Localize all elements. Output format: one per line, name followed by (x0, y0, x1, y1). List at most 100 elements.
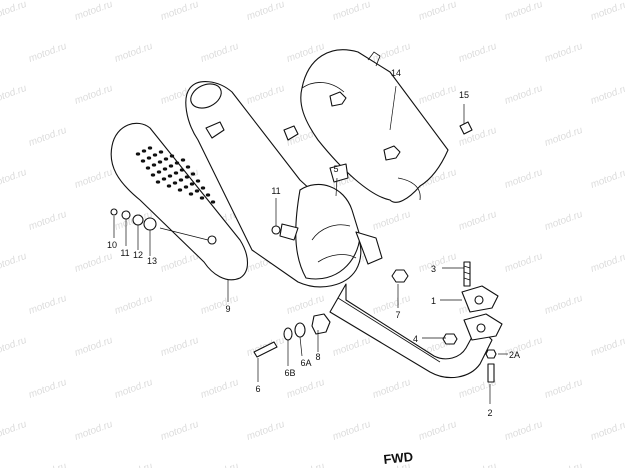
watermark-text: motod.ru (457, 41, 498, 65)
watermark-text: motod.ru (159, 251, 200, 275)
vent-hole (194, 189, 200, 193)
watermark-text: motod.ru (73, 335, 114, 359)
callout-9: 9 (225, 304, 230, 314)
callout-12: 12 (133, 250, 143, 260)
watermark-text: motod.ru (589, 335, 625, 359)
vent-hole (161, 177, 167, 181)
callout-1: 1 (431, 296, 436, 306)
vent-hole (189, 182, 195, 186)
vent-hole (185, 165, 191, 169)
callout-11-upper: 11 (271, 186, 280, 196)
vent-hole (155, 180, 161, 184)
watermark-text: motod.ru (457, 461, 498, 468)
watermark-text: motod.ru (285, 293, 326, 317)
watermark-text: motod.ru (589, 0, 625, 23)
screw-10 (110, 208, 118, 216)
watermark-text: motod.ru (503, 251, 544, 275)
vent-hole (169, 154, 175, 158)
watermark-text: motod.ru (371, 377, 412, 401)
vent-hole (158, 150, 164, 154)
vent-hole (180, 158, 186, 162)
watermark-text: motod.ru (27, 377, 68, 401)
watermark-text: motod.ru (73, 419, 114, 443)
vent-hole (140, 159, 146, 163)
vent-hole (150, 173, 156, 177)
watermark-text: motod.ru (113, 293, 154, 317)
hardware (110, 121, 497, 383)
watermark-text: motod.ru (0, 0, 29, 23)
watermark-text: motod.ru (417, 419, 458, 443)
watermark-text: motod.ru (27, 41, 68, 65)
watermark-text: motod.ru (159, 419, 200, 443)
callout-8: 8 (315, 352, 320, 362)
vent-hole (166, 184, 172, 188)
watermark-text: motod.ru (159, 335, 200, 359)
callout-11-lower: 11 (120, 248, 129, 258)
watermark-text: motod.ru (113, 377, 154, 401)
vent-hole (179, 168, 185, 172)
watermark-text: motod.ru (199, 377, 240, 401)
vent-hole (162, 167, 168, 171)
vent-hole (152, 153, 158, 157)
watermark-text: motod.ru (0, 251, 29, 275)
washer-6B (283, 327, 293, 341)
watermark-text: motod.ru (589, 419, 625, 443)
vent-hole (178, 178, 184, 182)
watermark-text: motod.ru (543, 209, 584, 233)
watermark-text: motod.ru (245, 0, 286, 23)
watermark-text: motod.ru (371, 41, 412, 65)
watermark-text: motod.ru (589, 251, 625, 275)
watermark-text: motod.ru (0, 335, 29, 359)
vent-hole (183, 185, 189, 189)
watermark-text: motod.ru (285, 377, 326, 401)
vent-hole (146, 156, 152, 160)
watermark-text: motod.ru (543, 461, 584, 468)
vent-hole (163, 157, 169, 161)
watermark-text: motod.ru (503, 0, 544, 23)
vent-hole (174, 161, 180, 165)
leader-lines (113, 85, 508, 404)
watermark-text: motod.ru (543, 41, 584, 65)
callout-6b: 6B (284, 368, 295, 378)
vent-hole (177, 188, 183, 192)
clamp-bolt-11 (271, 225, 281, 235)
watermark-text: motod.ru (0, 167, 29, 191)
watermark-text: motod.ru (27, 209, 68, 233)
watermark-text: motod.ru (417, 83, 458, 107)
watermark-text: motod.ru (73, 167, 114, 191)
watermark-text: motod.ru (113, 41, 154, 65)
watermark-text: motod.ru (331, 419, 372, 443)
washer-6A (294, 322, 306, 338)
vent-hole (167, 174, 173, 178)
watermark-text: motod.ru (245, 83, 286, 107)
vent-hole (199, 196, 205, 200)
watermark-text: motod.ru (199, 293, 240, 317)
vent-hole (135, 152, 141, 156)
watermark-text: motod.ru (285, 461, 326, 468)
bolt-2 (487, 363, 495, 383)
callout-3: 3 (431, 264, 436, 274)
watermark-text: motod.ru (589, 167, 625, 191)
vent-hole (172, 181, 178, 185)
watermark-text: motod.ru (543, 125, 584, 149)
watermark-text: motod.ru (503, 167, 544, 191)
washer-12 (132, 214, 144, 226)
watermark-text: motod.ru (417, 0, 458, 23)
washer-11 (121, 210, 131, 220)
watermark-text: motod.ru (27, 293, 68, 317)
watermark-text: motod.ru (503, 83, 544, 107)
bolt-15 (459, 121, 473, 135)
watermark-text: motod.ru (27, 125, 68, 149)
vent-hole (168, 164, 174, 168)
bolt-6 (253, 341, 278, 358)
watermark-text: motod.ru (589, 83, 625, 107)
watermark-text: motod.ru (113, 461, 154, 468)
heat-shield-cover (300, 49, 449, 203)
muffler (185, 81, 383, 288)
callout-labels: 14 15 5 11 3 1 4 2A 2 7 9 10 11 12 13 6 … (107, 68, 520, 418)
watermark-text: motod.ru (73, 0, 114, 23)
vent-hole (173, 171, 179, 175)
watermark-text: motod.ru (371, 293, 412, 317)
